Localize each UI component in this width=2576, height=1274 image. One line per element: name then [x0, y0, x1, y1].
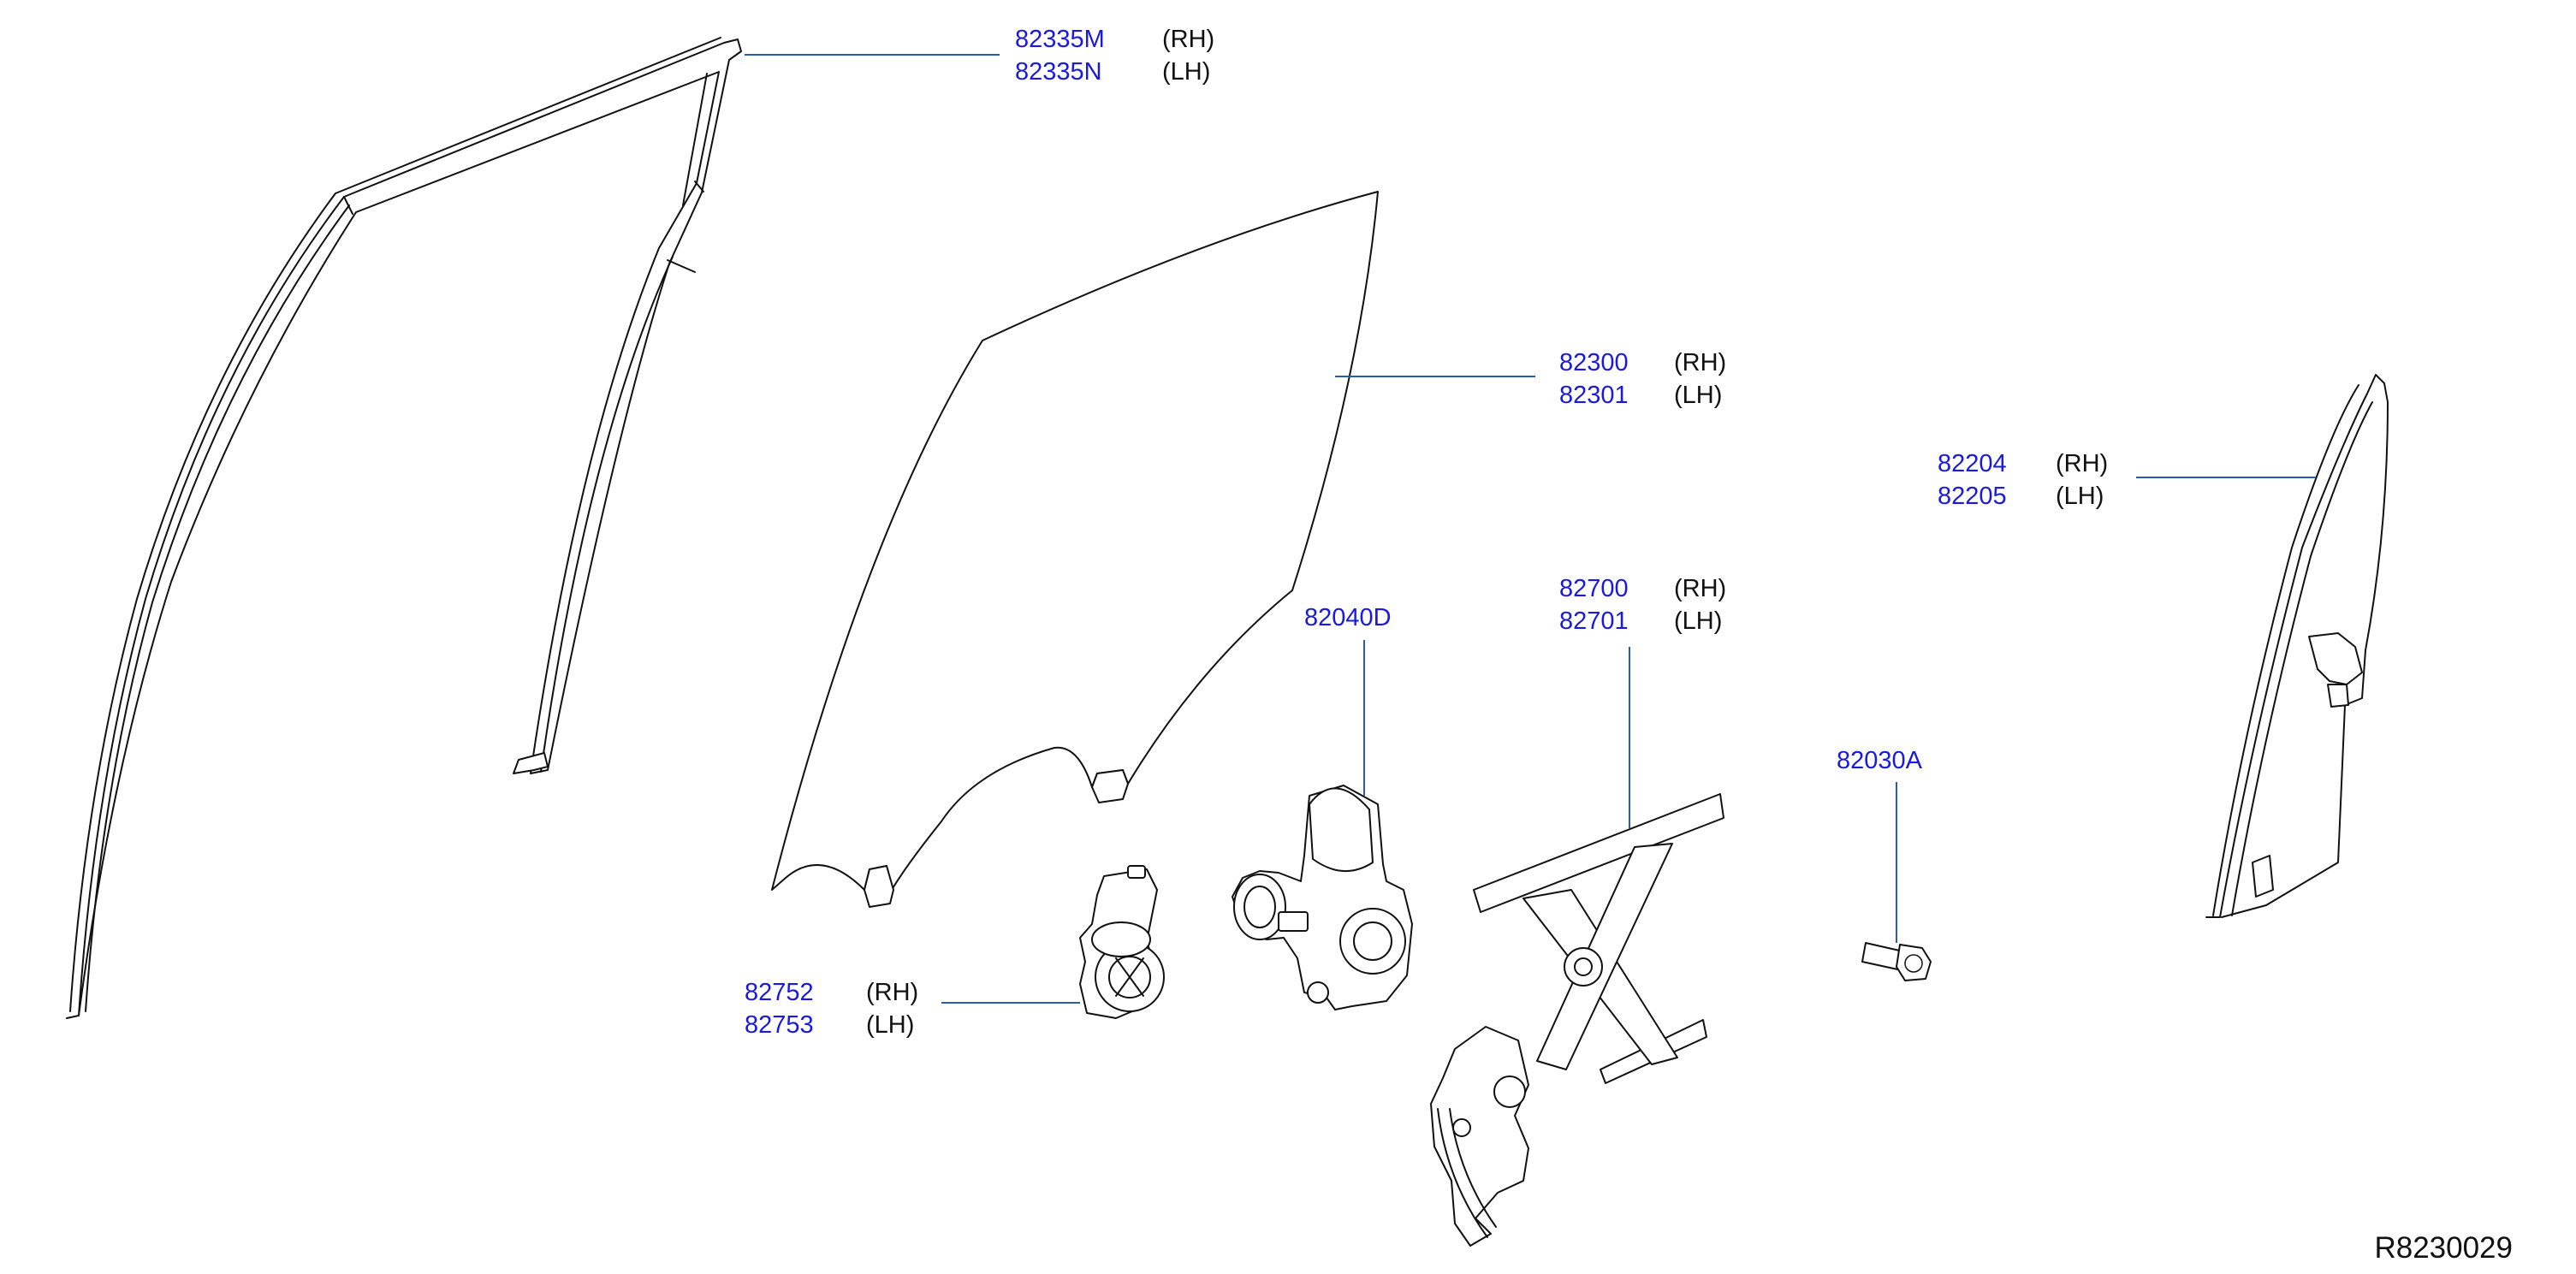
part-number-82752: 82752: [745, 979, 814, 1006]
window-motor-illustration: [1079, 865, 1165, 1019]
side-tag-lh: (LH): [866, 1011, 914, 1039]
leader-lines: [745, 54, 2316, 1004]
door-sash-illustration: [66, 37, 742, 1019]
part-number-82753: 82753: [745, 1011, 814, 1039]
side-tag-rh: (RH): [2056, 450, 2108, 477]
bolt-illustration: [1861, 942, 1932, 981]
part-number-82300: 82300: [1559, 349, 1629, 376]
side-tag-lh: (LH): [1162, 58, 1210, 86]
part-number-82030A: 82030A: [1837, 747, 1923, 774]
door-glass-illustration: [771, 191, 1379, 908]
part-number-82335N: 82335N: [1015, 58, 1102, 86]
motor-assembly-illustration: [1232, 785, 1413, 1010]
part-number-82700: 82700: [1559, 575, 1629, 602]
part-number-82205: 82205: [1938, 483, 2007, 510]
side-tag-lh: (LH): [1674, 382, 1722, 409]
callout-82040D: 82040D: [1304, 604, 1392, 631]
side-tag-lh: (LH): [2056, 483, 2104, 510]
callout-82335: 82335M (RH) 82335N (LH): [1015, 26, 1214, 86]
part-number-82335M: 82335M: [1015, 26, 1105, 53]
part-number-82301: 82301: [1559, 382, 1629, 409]
callout-82030A: 82030A: [1837, 747, 1923, 774]
part-number-82040D: 82040D: [1304, 604, 1392, 631]
side-tag-lh: (LH): [1674, 607, 1722, 635]
window-regulator-illustration: [1430, 793, 1724, 1247]
side-tag-rh: (RH): [1162, 26, 1214, 53]
callout-82700: 82700 (RH) 82701 (LH): [1559, 575, 1726, 635]
part-number-82204: 82204: [1938, 450, 2007, 477]
side-tag-rh: (RH): [1674, 575, 1726, 602]
callout-82752: 82752 (RH) 82753 (LH): [745, 979, 918, 1039]
diagram-code: R8230029: [2374, 1231, 2513, 1265]
side-tag-rh: (RH): [1674, 349, 1726, 376]
part-number-82701: 82701: [1559, 607, 1629, 635]
callout-82204: 82204 (RH) 82205 (LH): [1938, 450, 2108, 510]
rear-channel-illustration: [2205, 374, 2389, 918]
callout-82300: 82300 (RH) 82301 (LH): [1559, 349, 1726, 409]
side-tag-rh: (RH): [866, 979, 918, 1006]
